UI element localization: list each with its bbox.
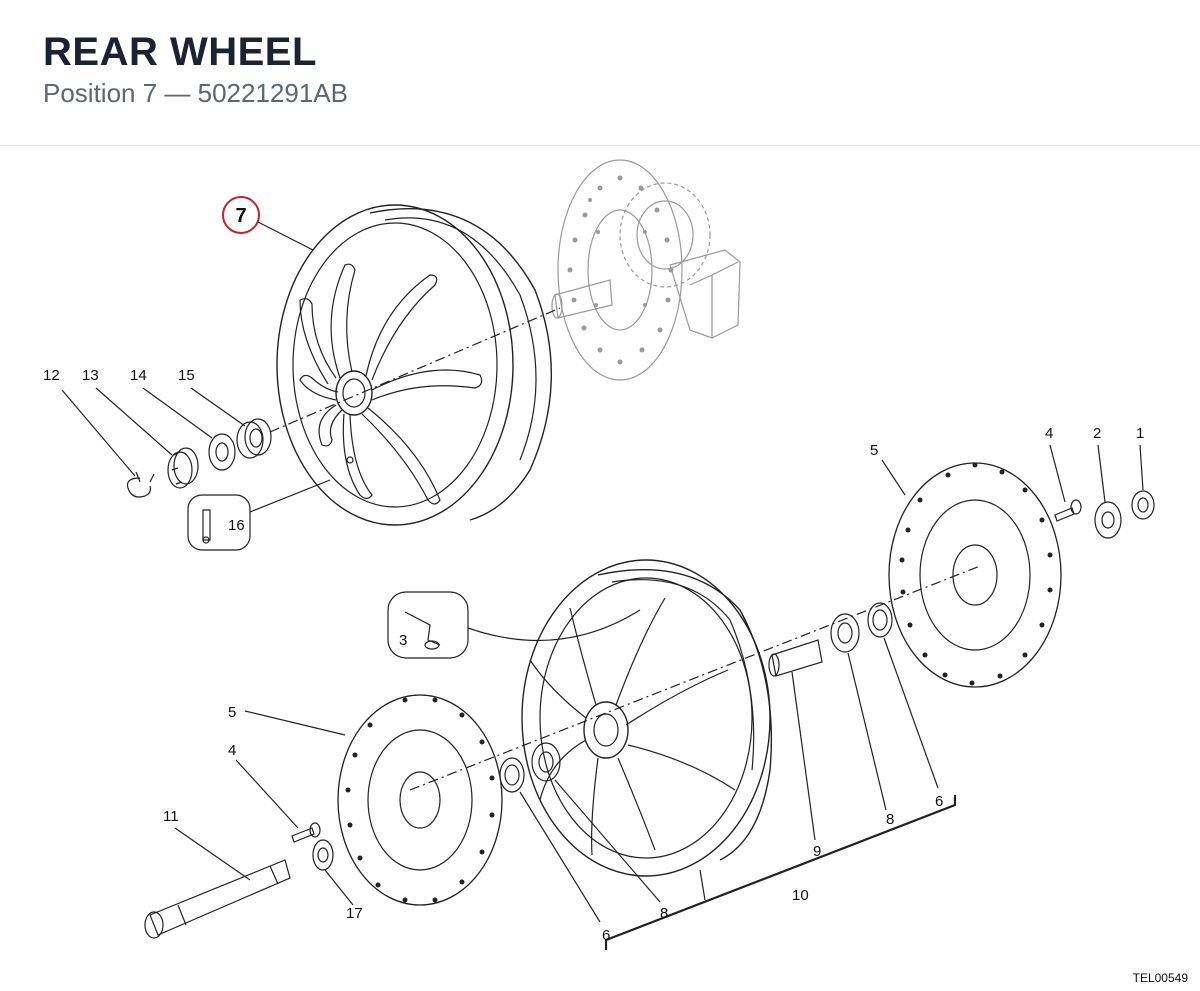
callout-9: 9 (813, 843, 821, 860)
callout-14: 14 (130, 367, 147, 384)
part-13-ring-nut[interactable] (167, 447, 199, 489)
callout-3: 3 (399, 632, 407, 649)
leader-lines (174, 444, 1144, 950)
callout-10: 10 (792, 887, 809, 904)
callout-6-left: 6 (602, 927, 610, 944)
callout-4-right: 4 (1045, 425, 1053, 442)
callout-4-left: 4 (228, 742, 236, 759)
part-14-washer[interactable] (208, 433, 236, 471)
callout-2: 2 (1093, 425, 1101, 442)
callout-12: 12 (43, 367, 60, 384)
part-3-inset[interactable] (387, 591, 641, 659)
part-15-bearing[interactable] (236, 418, 272, 459)
part-16-inset[interactable] (187, 479, 331, 551)
callout-8-left: 8 (660, 905, 668, 922)
part-4-bolt-left[interactable] (291, 822, 321, 843)
callout-7[interactable]: 7 (222, 196, 314, 251)
callout-15: 15 (178, 367, 195, 384)
callout-17: 17 (346, 905, 363, 922)
callout-11: 11 (163, 808, 179, 825)
part-4-bolt-right[interactable] (1054, 499, 1082, 522)
drawing-code: TEL00549 (1132, 971, 1188, 985)
callout-16: 16 (228, 517, 245, 534)
page-title: REAR WHEEL (43, 30, 317, 74)
callout-6-right: 6 (935, 793, 943, 810)
callout-1: 1 (1136, 425, 1144, 442)
rear-axis-line (269, 307, 561, 433)
part-5-brake-disc-left[interactable] (337, 694, 503, 906)
part-9-spacer[interactable] (768, 639, 823, 677)
part-1-nut[interactable] (1131, 490, 1155, 520)
page-subtitle: Position 7 — 50221291AB (43, 78, 348, 108)
callout-5-left: 5 (228, 704, 236, 721)
header: REAR WHEEL Position 7 — 50221291AB (0, 0, 1200, 146)
part-11-axle[interactable] (144, 859, 291, 939)
context-sprocket-assembly (551, 159, 741, 381)
callout-13: 13 (82, 367, 99, 384)
part-2-spacer[interactable] (1094, 501, 1122, 539)
callout-7-label: 7 (235, 205, 246, 227)
part-8-bearing-left[interactable] (531, 742, 561, 782)
part-17-spacer[interactable] (312, 839, 334, 871)
front-wheel-rim[interactable] (521, 559, 773, 877)
part-8-bearing-right[interactable] (830, 613, 860, 653)
part-5-brake-disc-right[interactable] (888, 462, 1062, 688)
part-12-circlip[interactable] (126, 471, 155, 498)
callout-5-right: 5 (870, 442, 878, 459)
callout-8-right: 8 (886, 811, 894, 828)
front-axis-line (409, 565, 981, 791)
rear-wheel-rim[interactable] (276, 204, 552, 526)
part-6-seal-right[interactable] (867, 602, 893, 638)
part-6-seal-left[interactable] (499, 757, 525, 793)
